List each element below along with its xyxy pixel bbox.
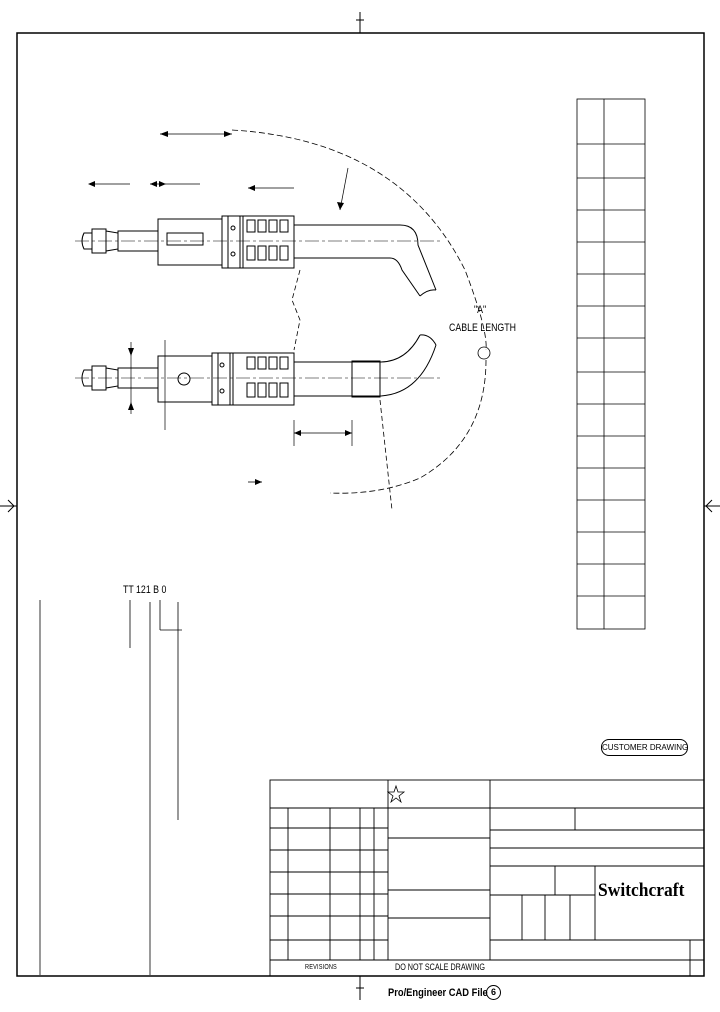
title-block [269, 779, 705, 977]
cable-table [576, 98, 646, 630]
customer-drawing-badge: CUSTOMER DRAWING [601, 739, 688, 756]
footer-mark: 6 [486, 985, 501, 1000]
brand-logo: Switchcraft [598, 880, 685, 901]
plug-bottom [75, 334, 440, 406]
part-number: TT 121 B 0 [123, 584, 167, 596]
arrow-icon [88, 131, 352, 485]
plug-top [75, 215, 440, 297]
cable-length-tag: "A" [474, 304, 487, 316]
sheet-border [16, 32, 705, 977]
do-not-scale-note: DO NOT SCALE DRAWING [395, 962, 486, 972]
part-number-tree [39, 600, 182, 975]
star-icon [386, 784, 406, 804]
footer-title: Pro/Engineer CAD File [388, 987, 488, 999]
revisions-label: REVISIONS [305, 964, 337, 971]
cable-length-label: CABLE LENGTH [449, 322, 516, 334]
